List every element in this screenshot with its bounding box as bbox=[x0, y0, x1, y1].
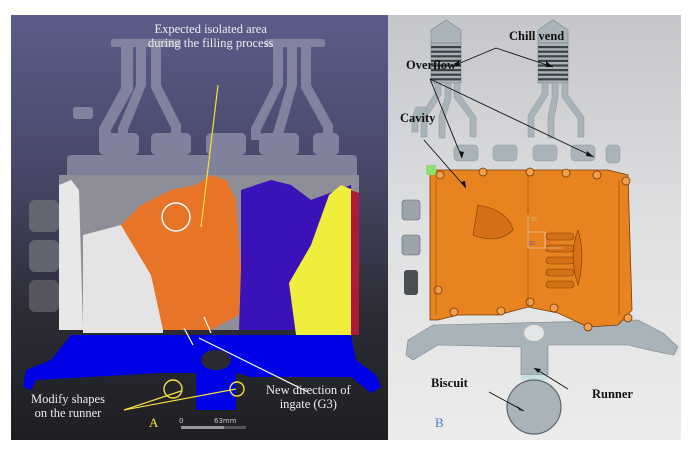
label-modify-shapes: Modify shapes on the runner bbox=[31, 392, 105, 421]
casting-oil-pan bbox=[426, 165, 633, 332]
leader-arrows bbox=[423, 47, 595, 412]
bolt-boss bbox=[435, 170, 445, 180]
label-ingate-direction-text: New direction of ingate (G3) bbox=[266, 383, 351, 412]
scale-start: 0 bbox=[179, 417, 184, 425]
casting-slots bbox=[545, 232, 575, 289]
casting-slot bbox=[545, 268, 575, 277]
chill-vent-fins bbox=[431, 46, 568, 81]
panel-a-tag: A bbox=[149, 415, 159, 430]
bolt-boss bbox=[525, 297, 535, 307]
chill-vent-fin bbox=[538, 59, 568, 62]
chill-vent-right bbox=[537, 19, 569, 84]
overflow-channels bbox=[411, 82, 621, 164]
label-runner: Runner bbox=[592, 387, 633, 401]
chill-vent-fin bbox=[431, 59, 461, 62]
casting-slot bbox=[545, 256, 575, 265]
bolt-boss bbox=[592, 170, 602, 180]
cad-axis-y: YC bbox=[531, 217, 538, 223]
cad-axis-triad bbox=[527, 215, 563, 249]
bolt-boss bbox=[561, 168, 571, 178]
runner-system bbox=[405, 319, 679, 435]
cad-axis-x: XC bbox=[546, 240, 553, 246]
casting-slot bbox=[545, 280, 575, 289]
panel-b-drawing bbox=[401, 19, 679, 435]
runner-blue bbox=[23, 335, 381, 410]
bolt-boss bbox=[583, 322, 593, 332]
chill-vent-fin bbox=[538, 73, 568, 76]
label-chill-vend: Chill vend bbox=[509, 29, 565, 43]
chill-vent-fin bbox=[538, 50, 568, 53]
label-isolated-area: Expected isolated area during the fillin… bbox=[148, 22, 273, 51]
bolt-boss bbox=[433, 285, 443, 295]
bolt-boss bbox=[478, 167, 488, 177]
panel-b-die-design: Chill vend Overflow Cavity Biscuit Runne… bbox=[388, 15, 681, 440]
casting-slot bbox=[545, 244, 575, 253]
label-isolated-area-text: Expected isolated area during the fillin… bbox=[148, 22, 274, 51]
chill-vent-fin bbox=[431, 55, 461, 58]
casting-slot bbox=[545, 232, 575, 241]
chill-vent-fin bbox=[538, 69, 568, 72]
label-ingate-direction: New direction of ingate (G3) bbox=[266, 383, 351, 412]
cad-axis-z: ZC bbox=[529, 241, 536, 247]
label-overflow: Overflow bbox=[406, 58, 456, 72]
isolated-area-circle bbox=[161, 202, 191, 232]
label-modify-shapes-text: Modify shapes on the runner bbox=[31, 392, 105, 421]
panel-b-tag: B bbox=[435, 415, 444, 430]
arrowheads bbox=[453, 60, 594, 411]
panel-a-drawing bbox=[23, 39, 381, 429]
chill-vent-fin bbox=[431, 46, 461, 49]
scale-bar bbox=[181, 426, 246, 429]
chill-vent-fin bbox=[431, 78, 461, 81]
label-biscuit: Biscuit bbox=[431, 376, 468, 390]
casting-fill-pattern bbox=[59, 175, 359, 335]
bolt-boss bbox=[623, 313, 633, 323]
bolt-boss bbox=[621, 176, 631, 186]
chill-vent-fin bbox=[431, 69, 461, 72]
scale-end: 63mm bbox=[214, 417, 237, 425]
bolt-boss bbox=[449, 307, 459, 317]
bolt-boss bbox=[549, 303, 559, 313]
panel-a-filling-simulation: Expected isolated area during the fillin… bbox=[11, 15, 388, 440]
bolt-boss bbox=[525, 167, 535, 177]
biscuit-disc bbox=[506, 379, 562, 435]
chill-vent-fin bbox=[431, 64, 461, 67]
chill-vent-fin bbox=[431, 73, 461, 76]
casting-bosses bbox=[433, 167, 633, 332]
chill-vent-fin bbox=[538, 78, 568, 81]
chill-vent-fin bbox=[538, 64, 568, 67]
side-overflows bbox=[401, 199, 421, 295]
bolt-boss bbox=[496, 306, 506, 316]
label-cavity: Cavity bbox=[400, 111, 436, 125]
chill-vent-fin bbox=[538, 55, 568, 58]
annotation-leaders bbox=[123, 84, 309, 411]
modify-circle-right bbox=[229, 381, 245, 397]
chill-vent-fin bbox=[431, 50, 461, 53]
ghost-overflow-channels bbox=[29, 39, 357, 312]
chill-vent-fin bbox=[538, 46, 568, 49]
modify-circle-left bbox=[163, 379, 183, 399]
